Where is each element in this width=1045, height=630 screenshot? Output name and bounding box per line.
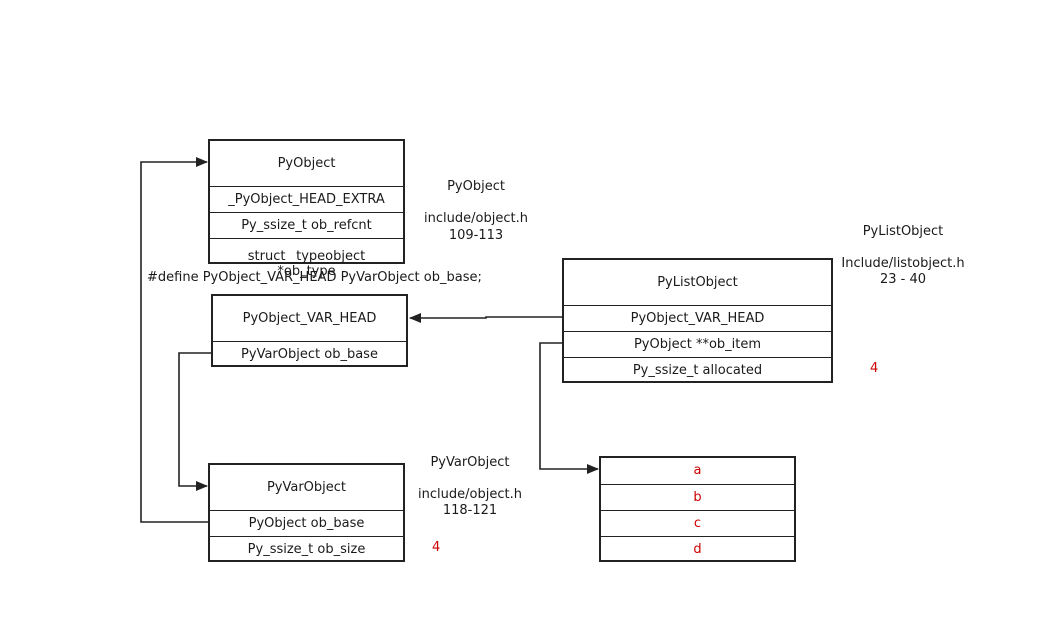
pyobject-note-lines: 109-113 <box>448 228 504 243</box>
pylistobject-field-allocated: Py_ssize_t allocated <box>564 357 831 383</box>
pyvarobject-note-name: PyVarObject <box>430 455 510 470</box>
var-head-struct-box: PyObject_VAR_HEAD PyVarObject ob_base <box>211 294 408 367</box>
arrow-pylist-to-varhead <box>409 313 563 323</box>
arrow-obitem-to-items <box>539 342 599 474</box>
pyobject-note-name: PyObject <box>447 179 505 194</box>
pylistobject-field-ob-item: PyObject **ob_item <box>564 331 831 357</box>
pyvarobject-note-lines: 118-121 <box>442 503 498 518</box>
pyvarobject-header: PyVarObject <box>266 479 347 495</box>
pyvarobject-note-file: include/object.h <box>418 487 522 502</box>
pyobject-field-head-extra: _PyObject_HEAD_EXTRA <box>210 186 403 212</box>
arrow-pyvarobject-to-pyobject <box>140 157 209 523</box>
pyobject-field-refcnt: Py_ssize_t ob_refcnt <box>210 212 403 238</box>
pylistobject-note-file: Include/listobject.h <box>841 256 965 271</box>
pylistobject-header: PyListObject <box>657 274 738 290</box>
item-b: b <box>601 484 794 510</box>
pyvarobject-field-ob-base: PyObject ob_base <box>210 510 403 536</box>
pyobject-header: PyObject <box>277 155 336 171</box>
pyobject-struct-box: PyObject _PyObject_HEAD_EXTRA Py_ssize_t… <box>208 139 405 279</box>
pylistobject-struct-box: PyListObject PyObject_VAR_HEAD PyObject … <box>562 258 833 383</box>
pylistobject-note-name: PyListObject <box>862 224 944 239</box>
var-head-header: PyObject_VAR_HEAD <box>242 310 377 326</box>
pylistobject-note-lines: 23 - 40 <box>879 272 927 287</box>
var-head-field-ob-base: PyVarObject ob_base <box>213 341 406 367</box>
item-c: c <box>601 510 794 536</box>
item-d: d <box>601 536 794 562</box>
pyobject-field-type: struct _typeobject *ob_type <box>210 238 403 279</box>
arrow-varhead-to-pyvarobject <box>178 352 212 491</box>
pyvarobject-struct-box: PyVarObject PyObject ob_base Py_ssize_t … <box>208 463 405 562</box>
allocated-value: 4 <box>870 361 879 376</box>
item-a: a <box>693 463 702 478</box>
pyvarobject-field-ob-size: Py_ssize_t ob_size <box>210 536 403 562</box>
ob-size-value: 4 <box>432 540 441 555</box>
define-macro-text: #define PyObject_VAR_HEAD PyVarObject ob… <box>147 270 482 285</box>
pylistobject-field-var-head: PyObject_VAR_HEAD <box>564 305 831 331</box>
pyobject-note-file: include/object.h <box>424 211 528 226</box>
ob-item-array-box: a b c d <box>599 456 796 562</box>
